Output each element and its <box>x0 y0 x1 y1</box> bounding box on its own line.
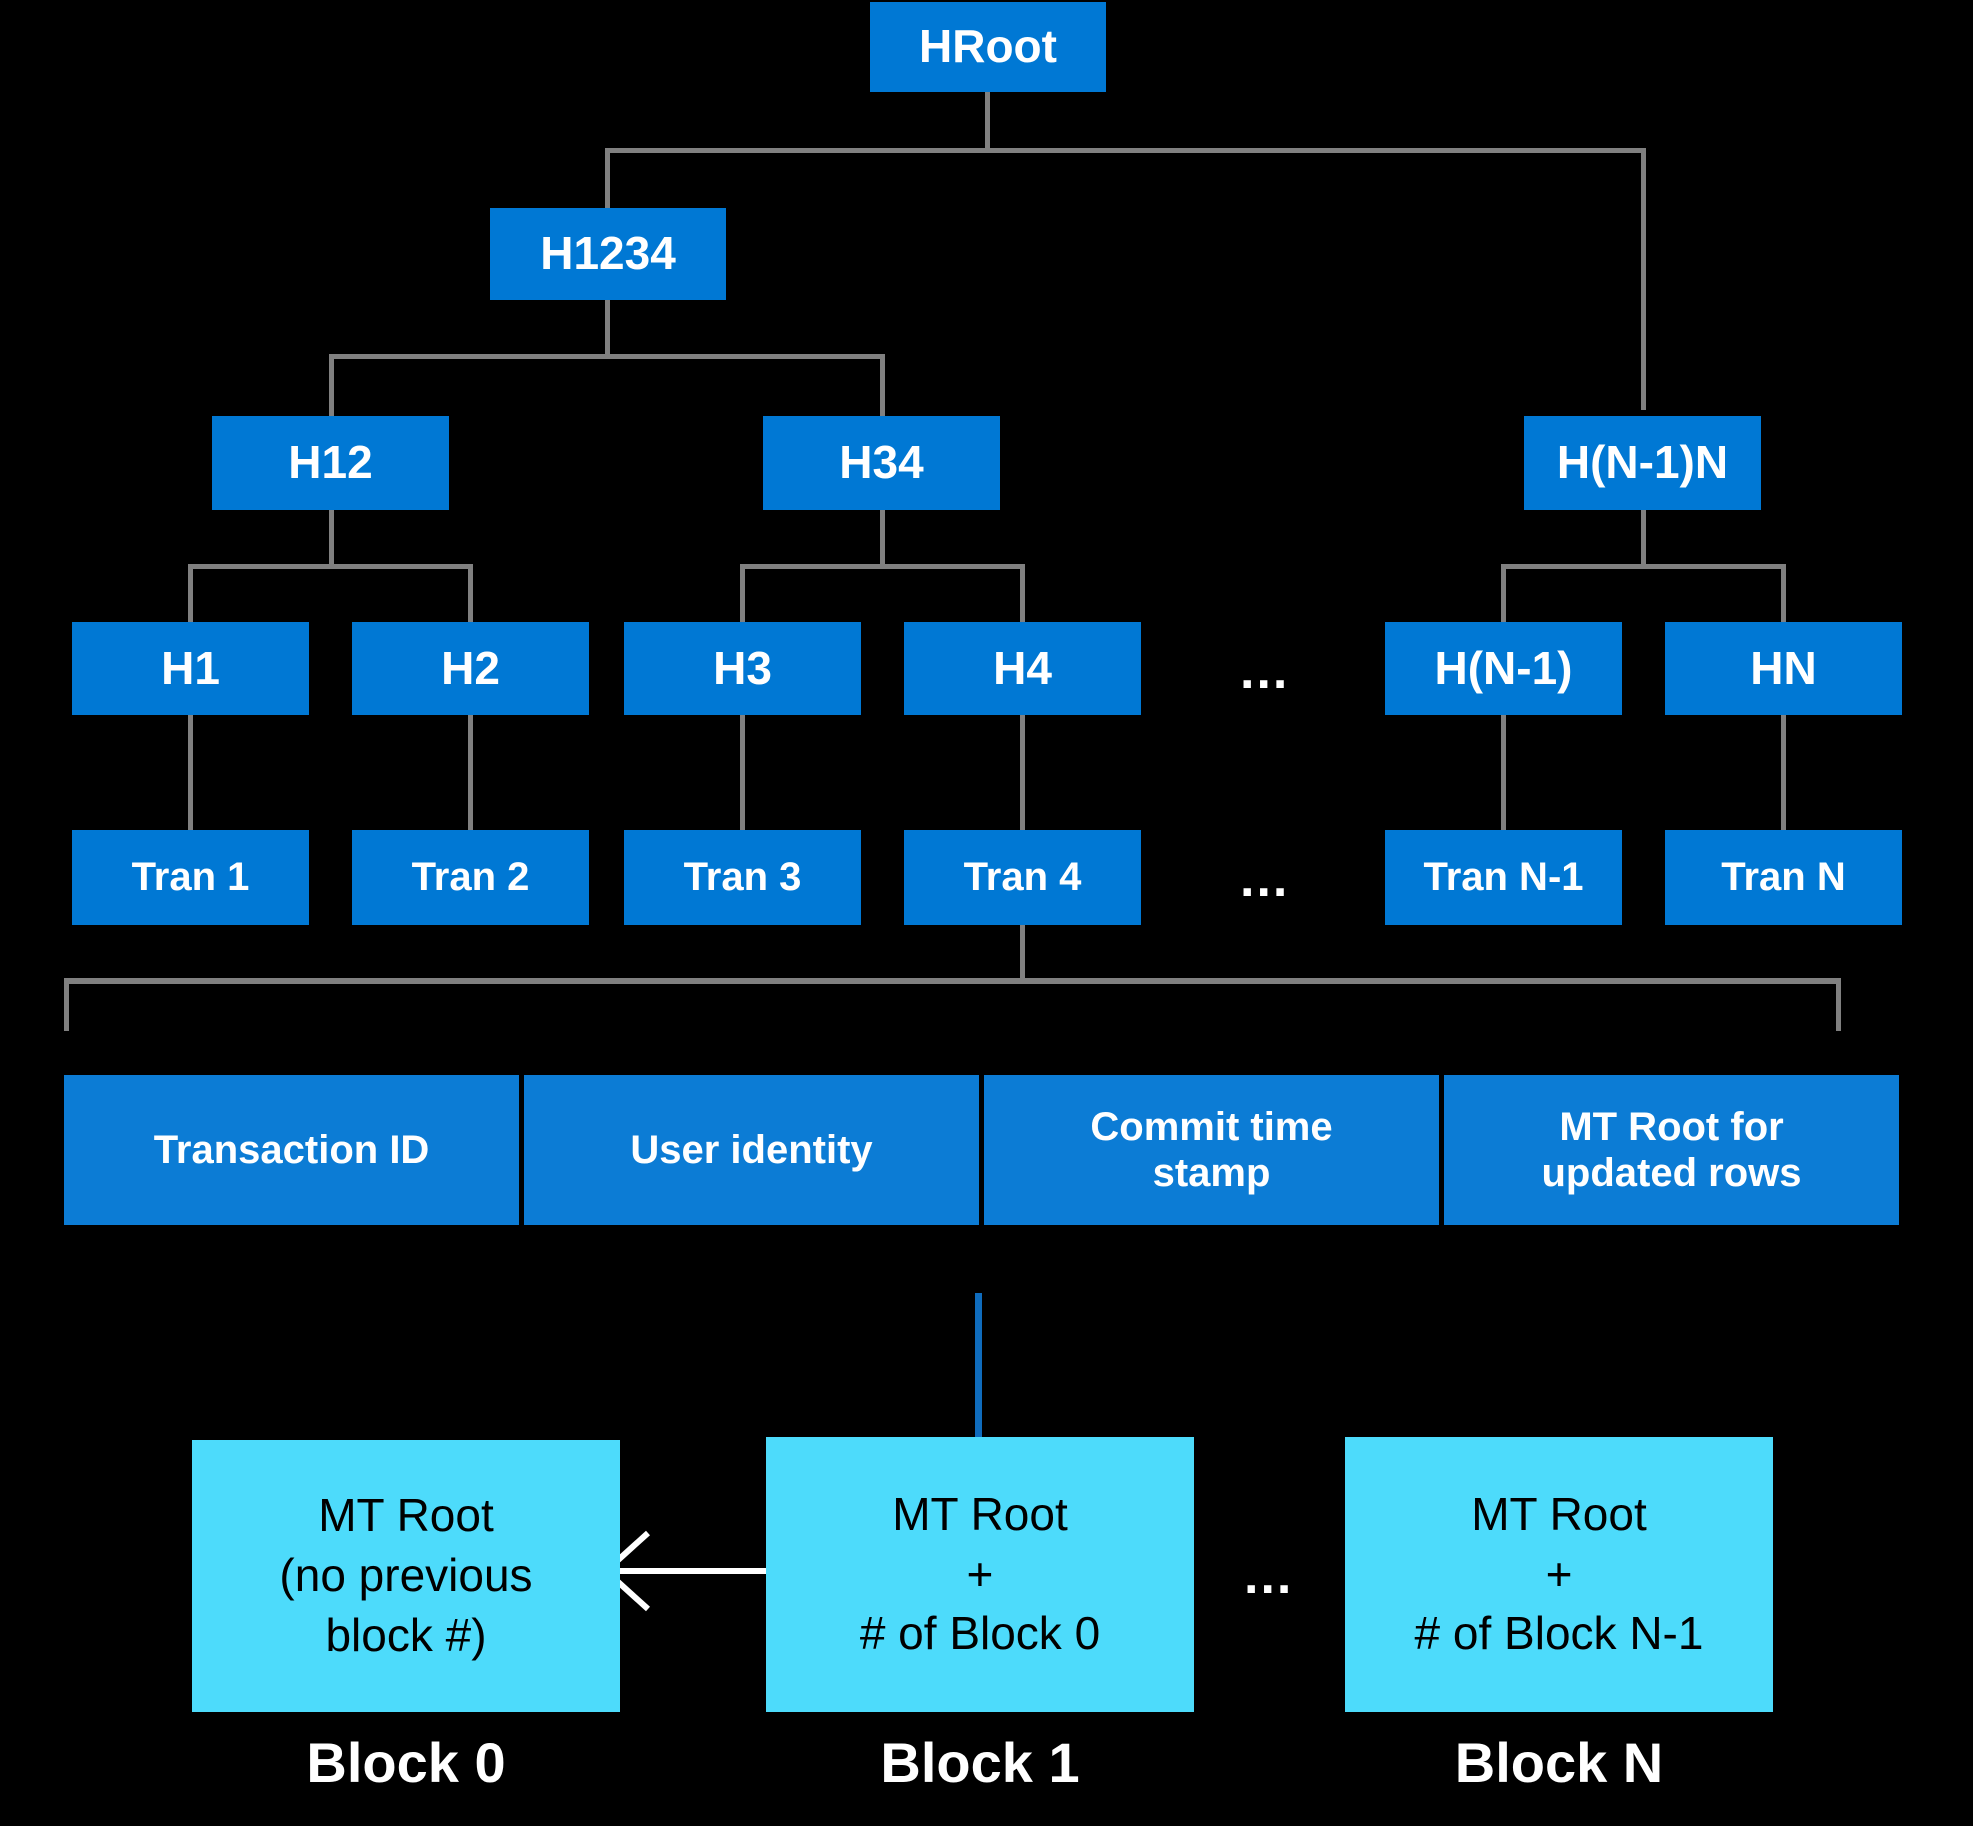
node-h1[interactable]: H1 <box>72 622 309 715</box>
connector-h34-stem <box>880 510 885 568</box>
connector-hn1n-to-hn <box>1781 564 1786 622</box>
ellipsis-hash-row: ... <box>1240 642 1290 700</box>
block-1-box[interactable]: MT Root + # of Block 0 <box>766 1437 1194 1712</box>
block-1-caption: Block 1 <box>880 1731 1080 1794</box>
connector-h1234-to-h12 <box>329 354 334 416</box>
node-tran-3[interactable]: Tran 3 <box>624 830 861 925</box>
connector-record-bracket-left <box>64 978 69 1031</box>
connector-h3-to-tran3 <box>740 715 745 830</box>
connector-hn1n-bus <box>1501 564 1786 569</box>
connector-record-to-block1 <box>975 1293 982 1443</box>
connector-h1234-bus <box>329 354 885 359</box>
ellipsis-blockchain: ... <box>1244 1547 1294 1605</box>
node-hn1n[interactable]: H(N-1)N <box>1524 416 1761 510</box>
node-hn[interactable]: HN <box>1665 622 1902 715</box>
node-h4[interactable]: H4 <box>904 622 1141 715</box>
connector-h2-to-tran2 <box>468 715 473 830</box>
record-cell-mt-root-updated-rows[interactable]: MT Root for updated rows <box>1444 1075 1899 1225</box>
connector-root-to-h1234 <box>605 148 610 210</box>
record-cell-commit-time-stamp[interactable]: Commit time stamp <box>984 1075 1439 1225</box>
connector-hn1n-stem <box>1641 510 1646 568</box>
node-h34[interactable]: H34 <box>763 416 1000 510</box>
connector-root-bus <box>605 148 1646 153</box>
connector-tran4-down <box>1020 925 1025 983</box>
record-cell-user-identity[interactable]: User identity <box>524 1075 979 1225</box>
connector-record-bracket-right <box>1836 978 1841 1031</box>
node-h2[interactable]: H2 <box>352 622 589 715</box>
node-tran-1[interactable]: Tran 1 <box>72 830 309 925</box>
connector-h1234-to-h34 <box>880 354 885 416</box>
connector-hn1-to-trann1 <box>1501 715 1506 830</box>
connector-hn-to-trann <box>1781 715 1786 830</box>
connector-h34-to-h3 <box>740 564 745 622</box>
node-tran-4[interactable]: Tran 4 <box>904 830 1141 925</box>
connector-h1-to-tran1 <box>188 715 193 830</box>
node-tran-2[interactable]: Tran 2 <box>352 830 589 925</box>
node-hn1[interactable]: H(N-1) <box>1385 622 1622 715</box>
connector-h34-bus <box>740 564 1025 569</box>
connector-h34-to-h4 <box>1020 564 1025 622</box>
connector-h12-bus <box>188 564 473 569</box>
node-h12[interactable]: H12 <box>212 416 449 510</box>
node-hroot[interactable]: HRoot <box>870 2 1106 92</box>
node-h3[interactable]: H3 <box>624 622 861 715</box>
connector-record-bracket <box>64 978 1841 984</box>
connector-h4-to-tran4 <box>1020 715 1025 830</box>
block-n-box[interactable]: MT Root + # of Block N-1 <box>1345 1437 1773 1712</box>
connector-h12-stem <box>329 510 334 568</box>
connector-root-to-hn1n <box>1641 148 1646 410</box>
connector-h12-to-h1 <box>188 564 193 622</box>
connector-h1234-stem <box>605 300 610 358</box>
node-tran-n[interactable]: Tran N <box>1665 830 1902 925</box>
connector-h12-to-h2 <box>468 564 473 622</box>
ellipsis-tran-row: ... <box>1240 850 1290 908</box>
node-tran-n1[interactable]: Tran N-1 <box>1385 830 1622 925</box>
block-0-box[interactable]: MT Root (no previous block #) <box>192 1440 620 1712</box>
connector-hn1n-to-hn1 <box>1501 564 1506 622</box>
connector-root-stem <box>985 92 990 150</box>
arrow-block1-to-block0 <box>596 1525 772 1617</box>
node-h1234[interactable]: H1234 <box>490 208 726 300</box>
block-n-caption: Block N <box>1454 1731 1664 1794</box>
block-0-caption: Block 0 <box>306 1731 506 1794</box>
record-cell-transaction-id[interactable]: Transaction ID <box>64 1075 519 1225</box>
